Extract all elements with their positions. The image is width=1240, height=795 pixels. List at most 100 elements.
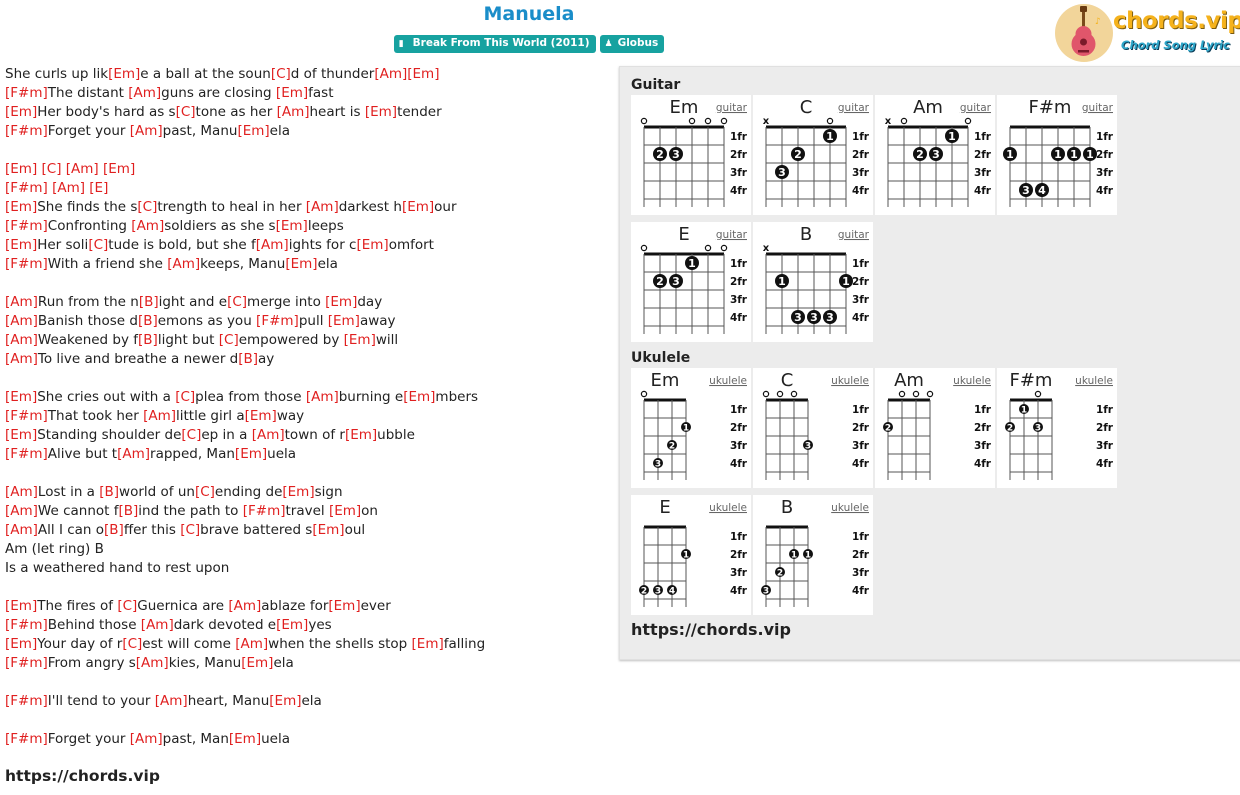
album-badge[interactable]: ▮Break From This World (2011) <box>393 35 596 53</box>
chord-link[interactable]: [Am] <box>228 598 262 614</box>
chord-link[interactable]: [C] <box>180 522 201 538</box>
chord-link[interactable]: [F#m] <box>5 85 48 101</box>
chord-link[interactable]: [B] <box>118 503 139 519</box>
chord-link[interactable]: [Em] <box>5 104 38 120</box>
chord-link[interactable]: [Em] <box>312 522 345 538</box>
chord-link[interactable]: [Em] <box>282 484 315 500</box>
chord-link[interactable]: [F#m] <box>5 446 48 462</box>
chord-link[interactable]: [C] <box>88 237 109 253</box>
chord-link[interactable]: [Em] <box>5 598 38 614</box>
chord-link[interactable]: [Em] <box>5 237 38 253</box>
guitar-link[interactable]: guitar <box>960 102 992 114</box>
chord-link[interactable]: [Em] <box>275 85 309 101</box>
chord-link[interactable]: [F#m] <box>5 218 48 234</box>
chord-link[interactable]: [B] <box>138 332 158 348</box>
footer-url[interactable]: https://chords.vip <box>5 767 160 785</box>
chord-link[interactable]: [F#m] <box>5 655 48 671</box>
chord-link[interactable]: [Am] <box>276 104 310 120</box>
chord-link[interactable]: [Em] <box>344 427 378 443</box>
ukulele-link[interactable]: ukulele <box>709 375 747 387</box>
chord-link[interactable]: [C] <box>117 598 138 614</box>
chord-link[interactable]: [Em] <box>401 199 435 215</box>
chord-link[interactable]: [Em] <box>244 408 277 424</box>
artist-badge[interactable]: ♟Globus <box>599 35 665 53</box>
chord-link[interactable]: [Am] <box>117 446 151 462</box>
chord-link[interactable]: [Am] <box>135 655 169 671</box>
chord-link[interactable]: [F#m] <box>5 180 48 196</box>
chord-link[interactable]: [C] <box>122 636 143 652</box>
chord-link[interactable]: [F#m] <box>242 503 286 519</box>
chord-link[interactable]: [Am] <box>5 351 38 367</box>
chord-link[interactable]: [Am] <box>167 256 201 272</box>
chord-link[interactable]: [Em] <box>325 294 358 310</box>
chord-link[interactable]: [Am] <box>131 218 165 234</box>
chord-link[interactable]: [Em] <box>5 389 38 405</box>
chord-link[interactable]: [B] <box>238 351 259 367</box>
chord-link[interactable]: [Am] <box>128 85 162 101</box>
chord-link[interactable]: [Em] <box>343 332 376 348</box>
chord-link[interactable]: [Am] <box>143 408 176 424</box>
chord-link[interactable]: [F#m] <box>5 256 48 272</box>
chord-link[interactable]: [Am] <box>374 66 408 82</box>
chord-link[interactable]: [Am] <box>140 617 174 633</box>
chord-link[interactable]: [C] <box>137 199 158 215</box>
chord-link[interactable]: [Am] <box>255 237 289 253</box>
chord-link[interactable]: [Am] <box>5 313 38 329</box>
chord-link[interactable]: [Am] <box>129 123 163 139</box>
chord-link[interactable]: [Am] <box>65 161 99 177</box>
chord-link[interactable]: [C] <box>175 389 196 405</box>
chord-link[interactable]: [Em] <box>276 617 309 633</box>
chord-link[interactable]: [F#m] <box>256 313 299 329</box>
guitar-link[interactable]: guitar <box>1082 102 1114 114</box>
chord-link[interactable]: [E] <box>89 180 109 196</box>
chord-link[interactable]: [Em] <box>5 161 38 177</box>
chord-link[interactable]: [Am] <box>5 484 38 500</box>
chord-link[interactable]: [C] <box>218 332 239 348</box>
chord-link[interactable]: [Am] <box>235 636 269 652</box>
chord-link[interactable]: [Em] <box>407 66 440 82</box>
chord-link[interactable]: [C] <box>175 104 196 120</box>
chord-link[interactable]: [Am] <box>5 503 38 519</box>
chord-link[interactable]: [Em] <box>5 636 38 652</box>
chord-link[interactable]: [Em] <box>5 427 38 443</box>
chord-link[interactable]: [C] <box>41 161 62 177</box>
chord-link[interactable]: [C] <box>181 427 202 443</box>
ukulele-link[interactable]: ukulele <box>1075 375 1113 387</box>
ukulele-link[interactable]: ukulele <box>709 502 747 514</box>
chord-link[interactable]: [Am] <box>305 199 339 215</box>
chord-link[interactable]: [C] <box>270 66 291 82</box>
guitar-link[interactable]: guitar <box>716 229 748 241</box>
chord-link[interactable]: [Em] <box>103 161 136 177</box>
chord-link[interactable]: [Em] <box>356 237 389 253</box>
chord-link[interactable]: [Am] <box>5 332 38 348</box>
chord-link[interactable]: [F#m] <box>5 408 48 424</box>
chord-link[interactable]: [B] <box>137 313 158 329</box>
panel-url[interactable]: https://chords.vip <box>631 620 791 639</box>
chord-link[interactable]: [Em] <box>108 66 141 82</box>
chord-link[interactable]: [Am] <box>5 294 38 310</box>
chord-link[interactable]: [B] <box>104 522 124 538</box>
chord-link[interactable]: [F#m] <box>5 693 48 709</box>
chord-link[interactable]: [Am] <box>251 427 285 443</box>
guitar-link[interactable]: guitar <box>838 229 870 241</box>
chord-link[interactable]: [F#m] <box>5 617 48 633</box>
chord-link[interactable]: [Em] <box>269 693 302 709</box>
ukulele-link[interactable]: ukulele <box>831 375 869 387</box>
chord-link[interactable]: [Am] <box>154 693 188 709</box>
chord-link[interactable]: [Em] <box>327 313 360 329</box>
chord-link[interactable]: [Em] <box>5 199 38 215</box>
chord-link[interactable]: [C] <box>194 484 215 500</box>
site-logo[interactable]: ♪ chords.vip Chord Song Lyric <box>1055 4 1240 62</box>
chord-link[interactable]: [Em] <box>237 123 270 139</box>
